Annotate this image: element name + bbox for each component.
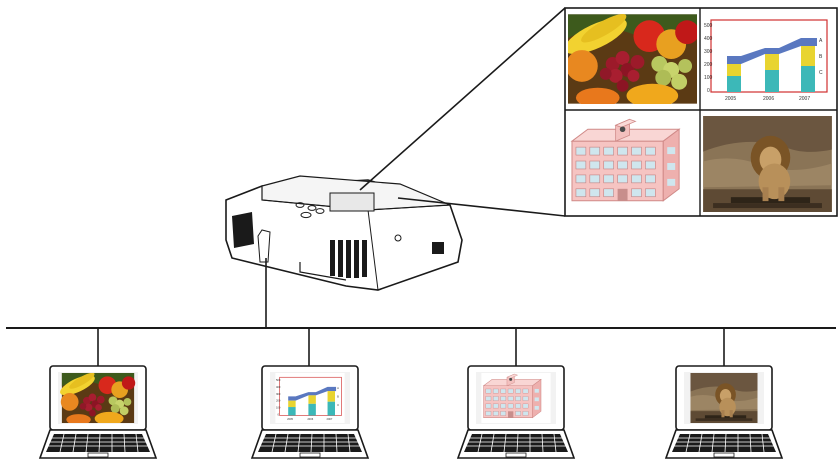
laptop-3 [456,365,576,459]
projection-beam-lower [397,197,566,217]
panel-lion-photo [703,116,832,212]
laptop-2 [250,365,370,459]
laptop-2-screen [275,373,345,423]
laptop-1-screen [59,373,136,423]
panel-building-drawing [568,116,697,212]
projection-beam-upper [359,7,566,191]
laptop-4-screen [690,373,758,423]
laptop-1 [38,365,158,459]
laptop-4 [664,365,784,459]
projected-screen [564,7,838,217]
panel-bar-chart [703,12,833,106]
projector-icon [225,175,463,291]
panel-fruit-photo [568,14,697,104]
laptop-3-screen [481,373,551,423]
